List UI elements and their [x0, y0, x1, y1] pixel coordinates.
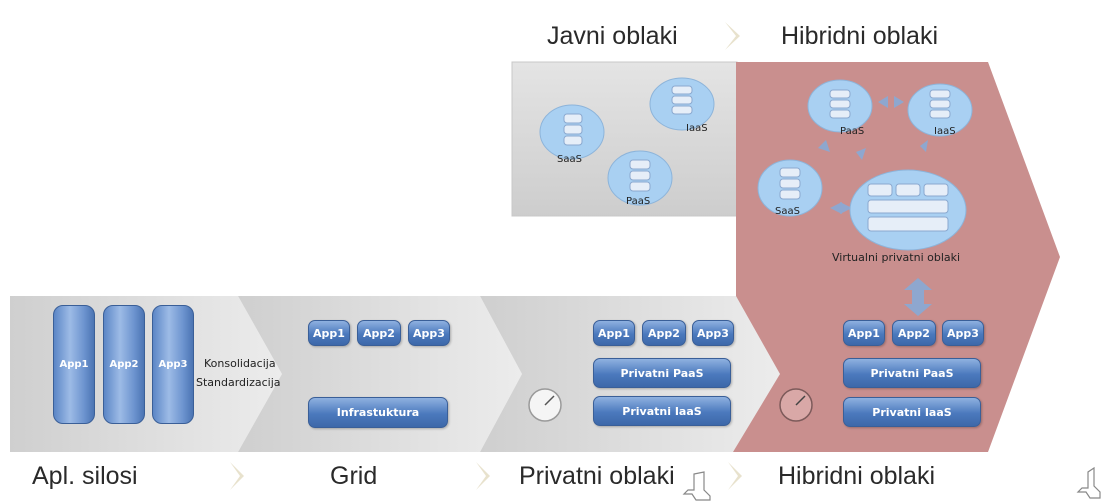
iaas-label-public: IaaS — [686, 123, 708, 134]
chevron-icon-bottom-3 — [728, 462, 742, 490]
chevron-icon-bottom-1 — [230, 462, 244, 490]
virtual-private-clouds-label: Virtualni privatni oblaki — [832, 251, 961, 264]
hybrid-app3: App3 — [942, 320, 984, 346]
paas-label-public: PaaS — [626, 196, 651, 207]
stage-label-hybrid-clouds-bottom: Hibridni oblaki — [778, 462, 936, 490]
private-app3: App3 — [692, 320, 734, 346]
hybrid-app2: App2 — [892, 320, 936, 346]
stage-label-app-silos: Apl. silosi — [32, 462, 138, 490]
silo-app2: App2 — [103, 305, 145, 424]
chevron-icon-header — [725, 22, 740, 50]
hybrid-cloud-region — [730, 62, 1060, 452]
gauge-icon-hybrid — [779, 388, 813, 422]
hybrid-paas: Privatni PaaS — [843, 358, 981, 388]
stage-label-public-clouds: Javni oblaki — [547, 22, 678, 50]
silo-app3: App3 — [152, 305, 194, 424]
hybrid-app1: App1 — [843, 320, 885, 346]
stage-band-silos — [10, 296, 282, 452]
stage-label-private-clouds: Privatni oblaki — [519, 462, 675, 490]
hand-pointer-icon — [682, 471, 711, 501]
consolidation-label: Konsolidacija — [204, 357, 276, 370]
grid-app2: App2 — [357, 320, 401, 346]
private-app1: App1 — [593, 320, 635, 346]
grid-app3: App3 — [408, 320, 450, 346]
hybrid-link-arrows — [818, 96, 928, 214]
hybrid-iaas: Privatni IaaS — [843, 397, 981, 427]
chevron-icon-bottom-2 — [476, 462, 490, 490]
silo-app1: App1 — [53, 305, 95, 424]
private-iaas: Privatni IaaS — [593, 396, 731, 426]
private-paas: Privatni PaaS — [593, 358, 731, 388]
private-app2: App2 — [642, 320, 686, 346]
paas-label-hybrid: PaaS — [840, 126, 865, 137]
grid-infrastructure: Infrastuktura — [308, 397, 448, 428]
stage-label-grid: Grid — [330, 462, 378, 490]
saas-label-hybrid: SaaS — [775, 206, 800, 217]
hand-pointer-icon-right — [1076, 466, 1101, 499]
bidirectional-arrow-icon — [904, 278, 932, 316]
gauge-icon-private — [528, 388, 562, 422]
grid-app1: App1 — [308, 320, 350, 346]
stage-label-hybrid-clouds-top: Hibridni oblaki — [781, 22, 939, 50]
iaas-label-hybrid: IaaS — [934, 126, 956, 137]
saas-label-public: SaaS — [557, 154, 582, 165]
standardization-label: Standardizacija — [196, 376, 281, 389]
